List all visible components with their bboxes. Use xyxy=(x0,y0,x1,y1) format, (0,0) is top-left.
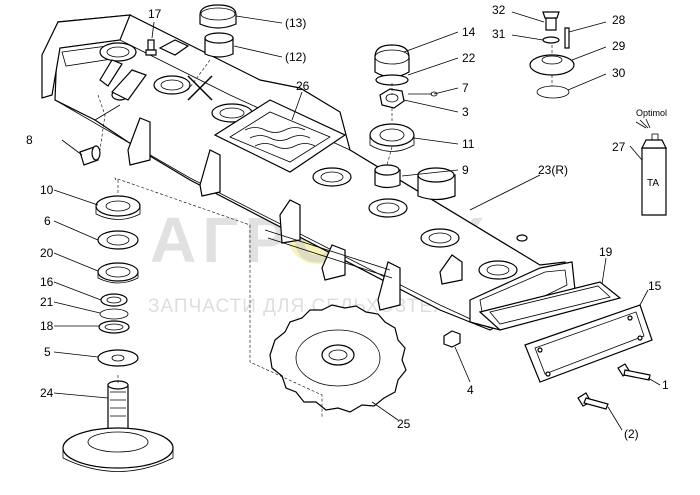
label-3: 3 xyxy=(462,105,469,119)
label-13: (13) xyxy=(285,16,306,30)
part-17-nipple xyxy=(145,39,157,56)
label-11: 11 xyxy=(462,137,475,151)
removed-part-x-mark xyxy=(187,75,213,101)
leader-lines xyxy=(53,11,661,431)
part-3-nut xyxy=(379,88,405,109)
part-7-cotter-pin xyxy=(408,91,438,97)
part-28-pin xyxy=(564,27,570,49)
label-22: 22 xyxy=(462,51,476,65)
label-21: 21 xyxy=(40,295,54,309)
part-15-cover xyxy=(524,304,653,383)
label-1: 1 xyxy=(662,378,669,392)
part-14-22-cap xyxy=(374,44,410,86)
part-16-washer xyxy=(100,293,128,307)
label-2: (2) xyxy=(624,427,639,441)
part-25-gear xyxy=(269,304,407,413)
part-5-spacer xyxy=(97,349,139,367)
label-15: 15 xyxy=(648,279,662,293)
part-21-ring xyxy=(99,308,129,320)
part-4-nut xyxy=(443,330,461,348)
part-9-bushing xyxy=(374,164,401,189)
part-30-oring xyxy=(536,85,570,99)
part-31-washer xyxy=(542,36,560,44)
part-32-breather xyxy=(542,11,560,31)
part-23-sleeve xyxy=(417,167,456,201)
part-27-spray-can: TA Optimol xyxy=(635,108,667,216)
assembly-guides xyxy=(97,45,553,418)
part-13-cap xyxy=(199,4,237,29)
spray-can-text: TA xyxy=(647,178,659,189)
label-32: 32 xyxy=(492,3,506,17)
label-27: 27 xyxy=(612,140,626,154)
part-2-bolt xyxy=(577,392,609,410)
watermark-tagline: ЗАПЧАСТИ ДЛЯ СЕЛЬХОЗТЕХНИКИ xyxy=(148,296,503,317)
label-18: 18 xyxy=(40,319,54,333)
part-6-seal xyxy=(97,230,139,250)
label-10: 10 xyxy=(40,183,54,197)
label-28: 28 xyxy=(612,13,626,27)
part-1-bolt xyxy=(617,363,651,381)
label-29: 29 xyxy=(612,39,626,53)
label-24: 24 xyxy=(40,386,54,400)
part-12-bushing xyxy=(204,32,234,58)
label-25: 25 xyxy=(397,417,411,431)
label-12: (12) xyxy=(285,50,306,64)
label-5: 5 xyxy=(44,345,51,359)
part-18-ring xyxy=(98,320,130,334)
label-26: 26 xyxy=(296,79,310,93)
label-19: 19 xyxy=(599,245,613,259)
label-20: 20 xyxy=(40,246,54,260)
label-7: 7 xyxy=(462,81,469,95)
label-14: 14 xyxy=(462,25,476,39)
label-9: 9 xyxy=(462,163,469,177)
part-29-cover xyxy=(529,54,575,76)
label-8: 8 xyxy=(26,133,33,147)
spray-brand-label: Optimol xyxy=(636,108,667,118)
label-16: 16 xyxy=(40,275,54,289)
label-31: 31 xyxy=(492,27,506,41)
part-labels: 17 (13) (12) 14 22 7 3 11 9 23(R) 26 8 1… xyxy=(26,3,669,441)
part-8-plug xyxy=(79,145,101,166)
label-6: 6 xyxy=(44,214,51,228)
label-17: 17 xyxy=(148,7,162,21)
label-30: 30 xyxy=(612,66,626,80)
part-10-bearing xyxy=(95,195,141,220)
part-11-bearing xyxy=(369,123,415,152)
part-24-shaft-hub xyxy=(62,380,174,472)
part-20-bearing xyxy=(97,262,139,284)
part-19-gasket xyxy=(478,281,622,331)
label-23: 23(R) xyxy=(538,163,568,177)
label-4: 4 xyxy=(467,383,474,397)
